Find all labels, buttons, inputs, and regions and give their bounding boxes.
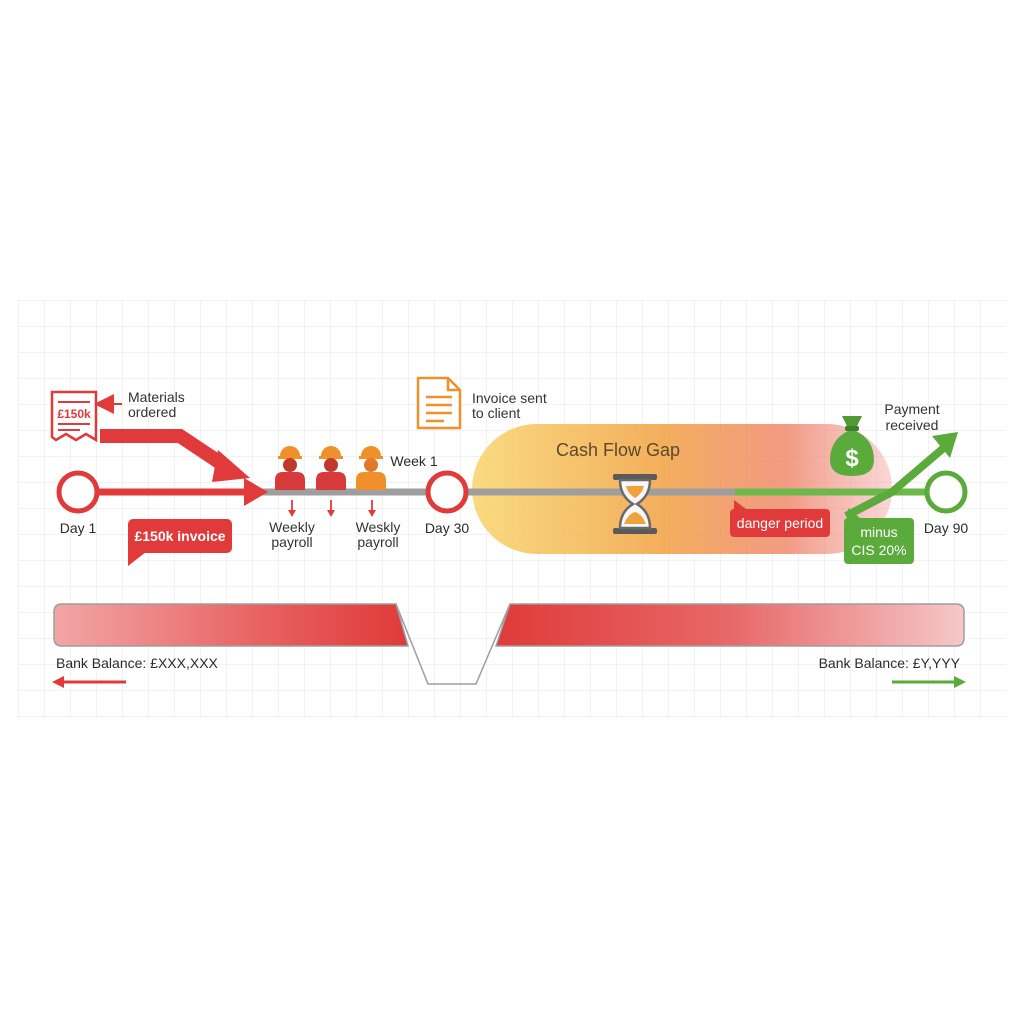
hourglass-icon xyxy=(613,474,657,534)
danger-period-label: danger period xyxy=(737,515,823,531)
bank-balance-bar xyxy=(53,603,965,685)
invoice-sent-line2: to client xyxy=(472,405,520,421)
day90-node xyxy=(924,470,968,514)
materials-label-line2: ordered xyxy=(128,404,176,420)
payroll-label-1-line2: payroll xyxy=(271,534,312,550)
day1-label: Day 1 xyxy=(60,520,97,536)
left-arrow-icon xyxy=(52,676,126,688)
day30-node xyxy=(425,470,469,514)
payment-arrow-icon xyxy=(844,432,958,520)
bank-balance-right: Bank Balance: £Y,YYY xyxy=(819,655,961,671)
cash-flow-gap-title: Cash Flow Gap xyxy=(556,440,680,460)
payment-received-line2: received xyxy=(886,417,939,433)
receipt-amount: £150k xyxy=(57,407,91,421)
payment-received-line1: Payment xyxy=(884,401,939,417)
payroll-label-2-line2: payroll xyxy=(357,534,398,550)
danger-callout xyxy=(730,500,830,537)
day30-label: Day 30 xyxy=(425,520,470,536)
cis-badge-line1: minus xyxy=(860,524,897,540)
bank-balance-left: Bank Balance: £XXX,XXX xyxy=(56,655,219,671)
invoice-sent-line1: Invoice sent xyxy=(472,390,547,406)
day1-node xyxy=(56,470,100,514)
payroll-label-2-line1: Weskly xyxy=(356,519,401,535)
payroll-label-1-line1: Weekly xyxy=(269,519,315,535)
cis-badge xyxy=(844,508,914,564)
materials-arrowhead xyxy=(212,450,250,482)
day90-label: Day 90 xyxy=(924,520,969,536)
worker-icon xyxy=(356,446,386,490)
document-icon xyxy=(416,376,462,430)
cis-badge-line2: CIS 20% xyxy=(851,542,906,558)
worker-icon xyxy=(316,446,346,490)
worker-icon xyxy=(275,446,305,490)
money-bag-symbol: $ xyxy=(845,445,859,472)
money-bag-icon xyxy=(830,416,874,476)
payroll-arrow-icon xyxy=(288,500,296,517)
materials-label-line1: Materials xyxy=(128,389,185,405)
timeline-red-arrowhead xyxy=(244,478,268,506)
right-arrow-icon xyxy=(892,676,966,688)
invoice-callout xyxy=(128,519,232,566)
invoice-callout-text: £150k invoice xyxy=(134,528,225,544)
week1-label: Week 1 xyxy=(390,453,437,469)
payroll-arrow-icon xyxy=(327,500,335,517)
materials-arrow xyxy=(100,429,232,474)
payroll-arrow-icon xyxy=(368,500,376,517)
